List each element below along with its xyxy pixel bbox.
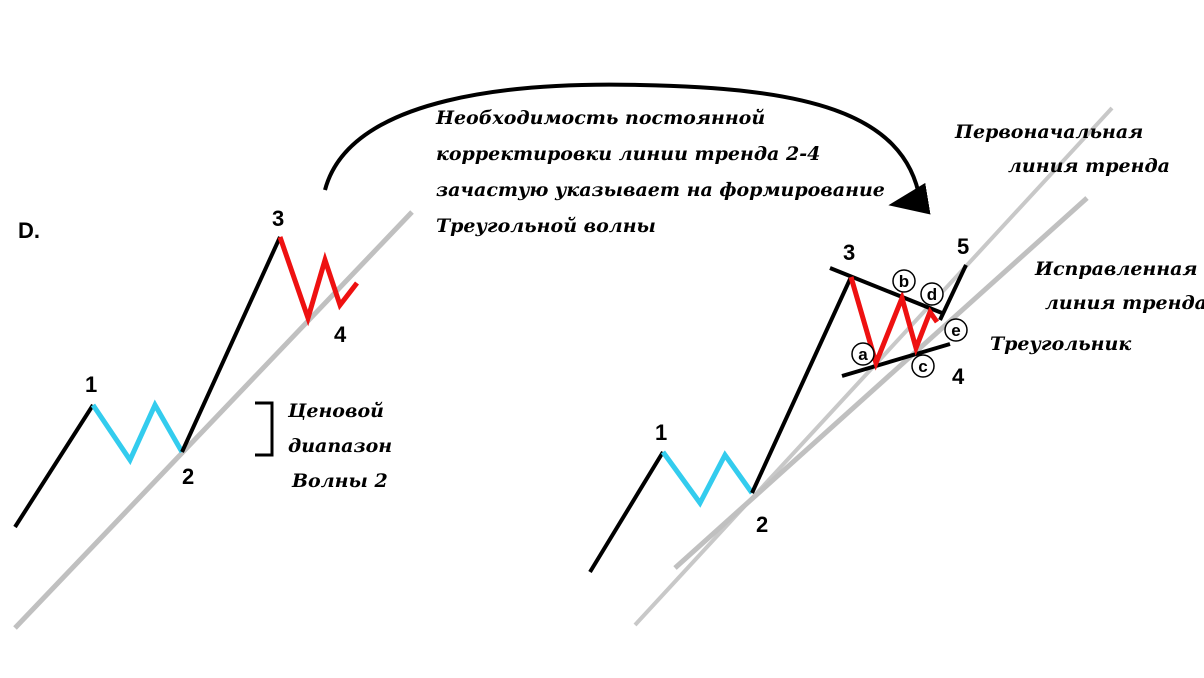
triangle-point-e: e — [944, 318, 968, 342]
triangle-label-c: c — [918, 357, 927, 376]
right-wave-3 — [750, 276, 853, 494]
arc-arrow — [323, 82, 931, 215]
left-wave-3 — [180, 236, 282, 453]
range-label-line-3: Волны 2 — [291, 470, 388, 492]
left-label-3: 3 — [272, 206, 284, 231]
annotation-line-1: Необходимость постоянной — [435, 107, 765, 129]
left-wave-4 — [277, 236, 359, 327]
range-label-line-2: диапазон — [288, 435, 392, 457]
panel-label: D. — [18, 218, 40, 243]
initial-trendline-label-1: Первоначальная — [954, 121, 1143, 143]
triangle-label: Треугольник — [990, 333, 1131, 355]
right-label-4: 4 — [952, 364, 965, 389]
triangle-point-c: c — [911, 354, 935, 378]
corrected-trendline-label-1: Исправленная — [1034, 258, 1198, 280]
triangle-label-d: d — [927, 285, 937, 304]
range-bracket — [255, 401, 274, 457]
triangle-point-a: a — [851, 342, 875, 366]
annotation-line-4: Треугольной волны — [436, 215, 656, 237]
range-label-line-1: Ценовой — [287, 400, 384, 422]
triangle-label-b: b — [899, 272, 909, 291]
triangle-lower-line — [841, 342, 951, 378]
right-label-1: 1 — [655, 420, 667, 445]
left-chart: 1 2 3 4 Ценовой диапазон Волны 2 — [13, 206, 414, 630]
initial-trendline-label-2: линия тренда — [1008, 155, 1170, 177]
triangle-upper-line — [829, 266, 943, 315]
triangle-label-a: a — [858, 345, 868, 364]
left-label-2: 2 — [182, 464, 194, 489]
right-label-2: 2 — [756, 512, 768, 537]
right-label-3: 3 — [843, 240, 855, 265]
left-label-1: 1 — [85, 372, 97, 397]
right-wave-5 — [938, 264, 968, 321]
annotation-line-2: корректировки линии тренда 2-4 — [436, 143, 820, 165]
right-chart: 1 2 3 4 5 a b c d e Первоначальная линия… — [588, 106, 1204, 627]
left-wave-2 — [90, 399, 185, 466]
corrected-trendline-label-2: линия тренда — [1045, 292, 1204, 314]
annotation-line-3: зачастую указывает на формирование — [436, 179, 885, 201]
annotation: Необходимость постоянной корректировки л… — [435, 107, 885, 237]
triangle-label-e: e — [951, 321, 960, 340]
triangle-point-b: b — [892, 269, 916, 293]
right-label-5: 5 — [957, 234, 969, 259]
right-wave-2 — [660, 450, 755, 508]
right-wave-1 — [588, 450, 665, 574]
left-trendline — [13, 210, 414, 630]
left-wave-1 — [13, 403, 95, 529]
corrected-trendline — [673, 196, 1089, 570]
triangle-point-d: d — [920, 282, 944, 306]
left-label-4: 4 — [334, 322, 347, 347]
